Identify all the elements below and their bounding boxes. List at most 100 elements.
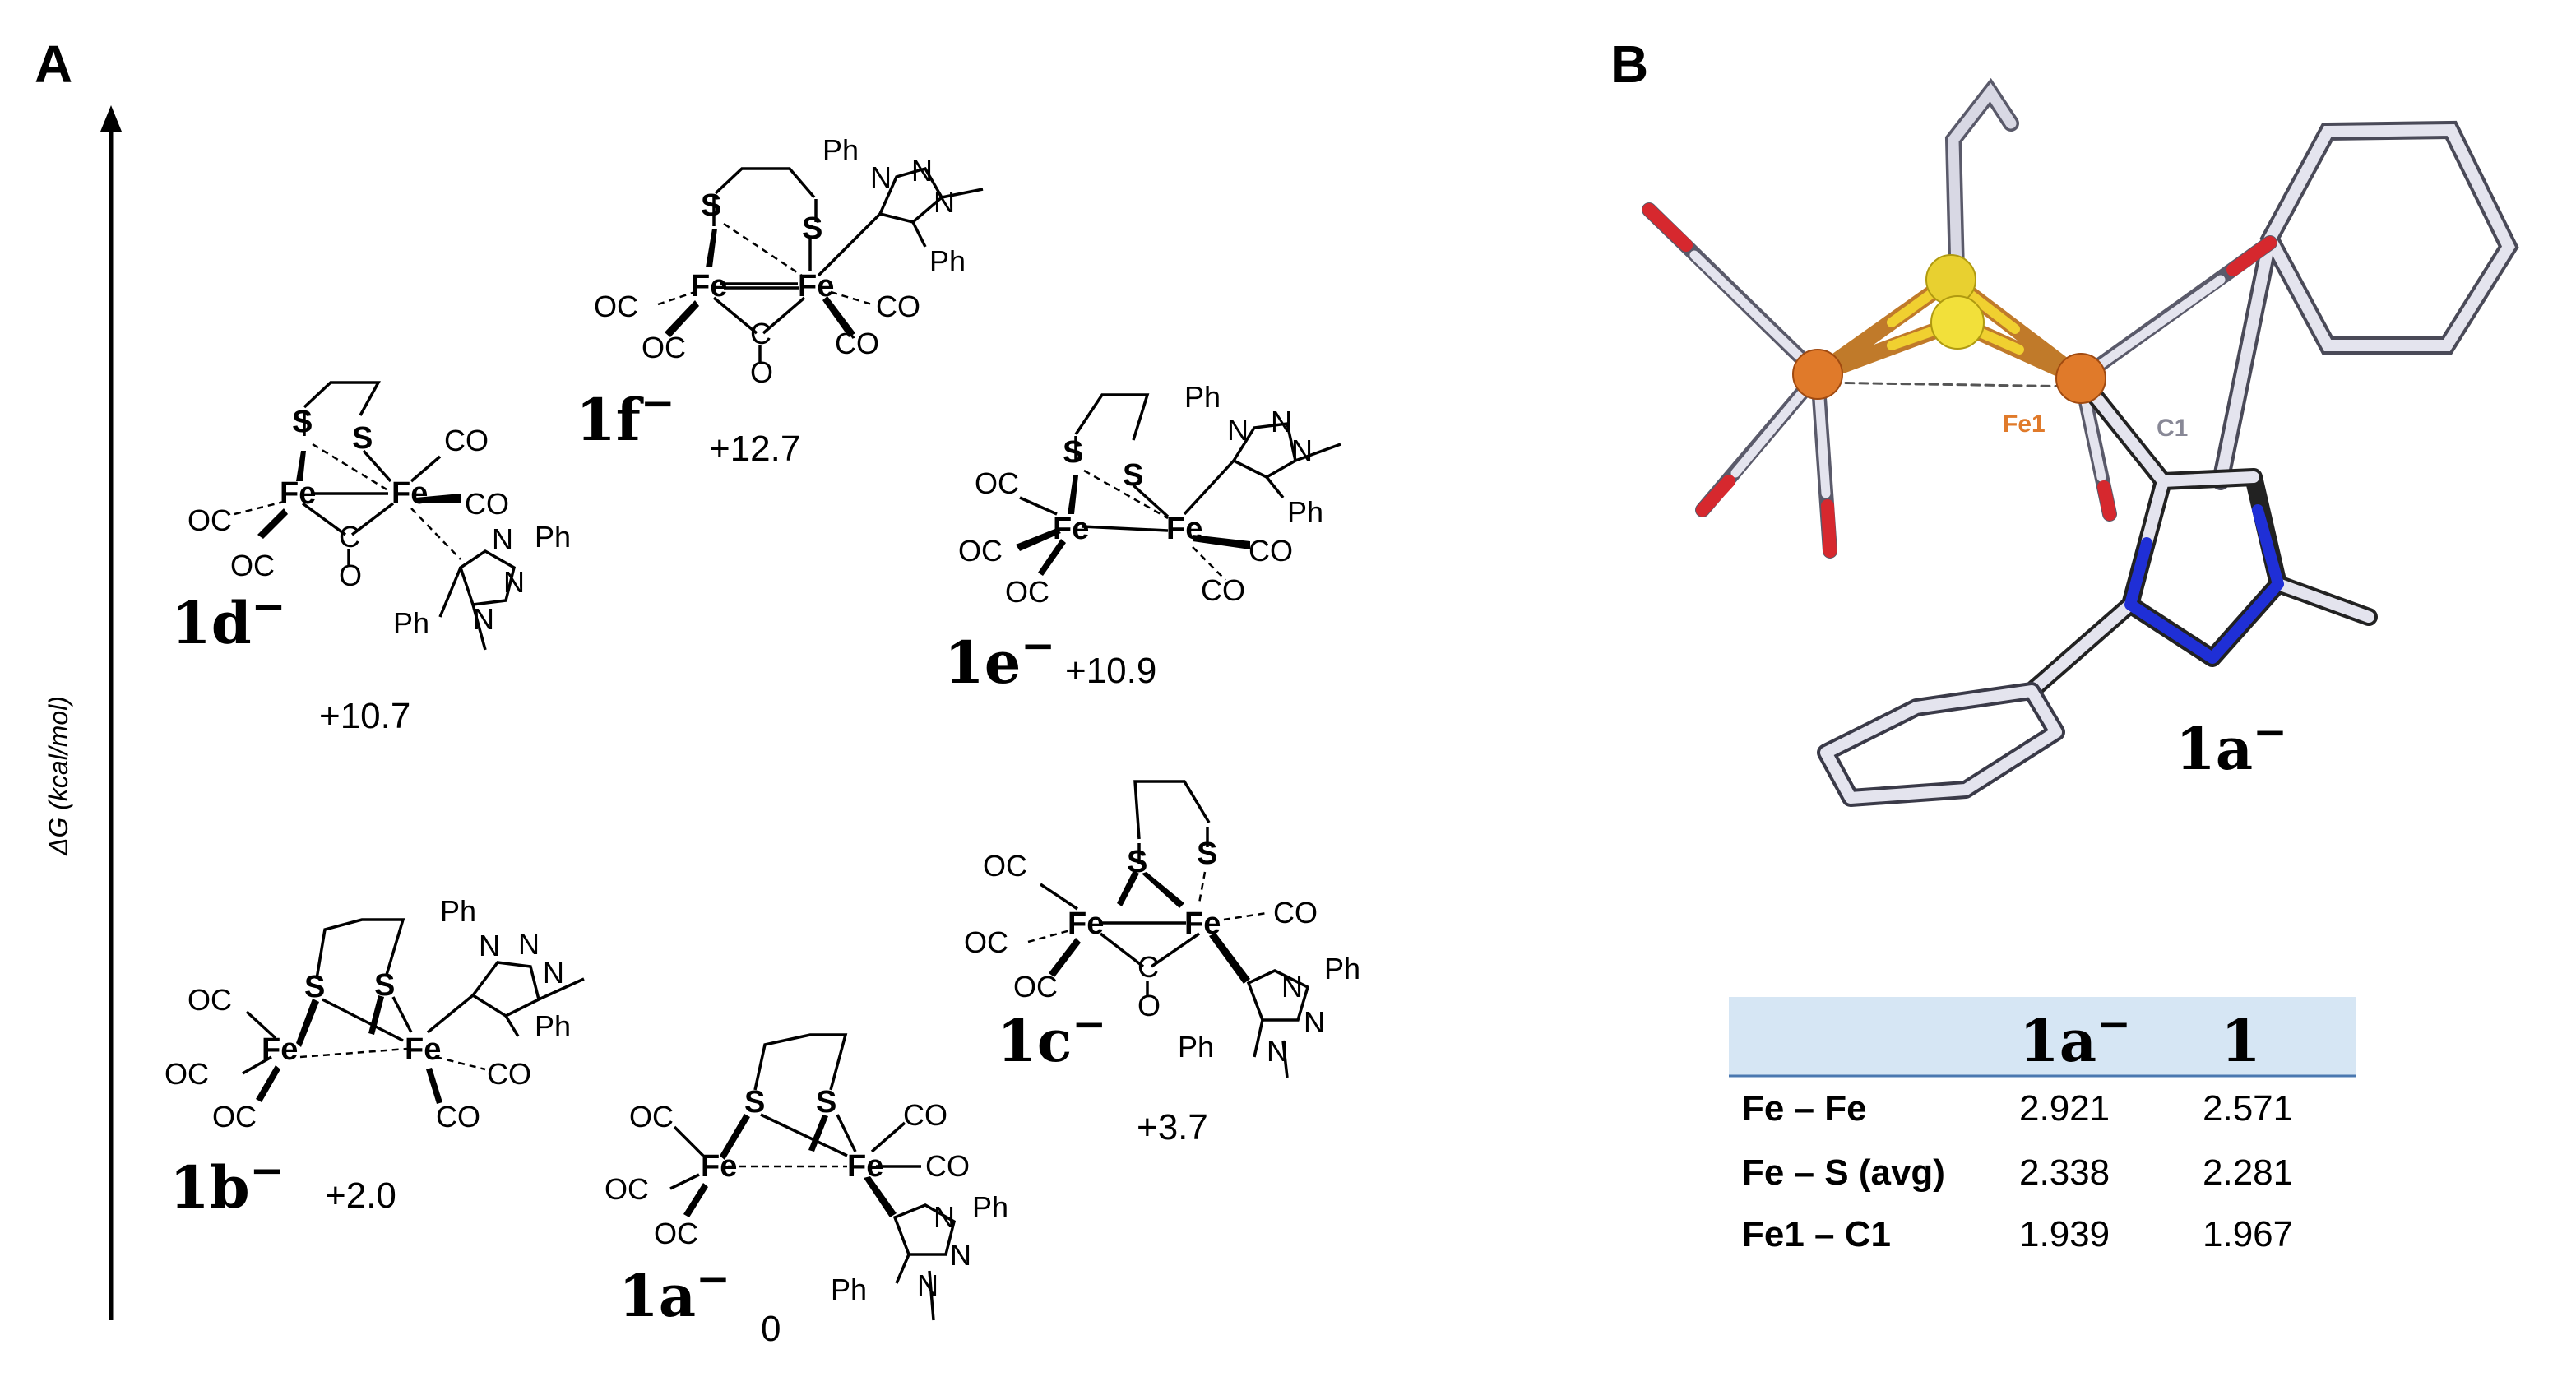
svg-text:N: N [870, 160, 892, 194]
svg-text:N: N [1291, 434, 1313, 467]
structure-1d: Ph N N N Ph S S Fe Fe OC OC CO CO C O 1d… [171, 381, 571, 736]
label-1e: 1e− [944, 621, 1055, 697]
svg-text:CO: CO [1273, 896, 1318, 930]
structure-1b: Ph N N N Ph S S Fe Fe OC OC OC CO CO 1b−… [164, 894, 585, 1222]
svg-text:CO: CO [1201, 573, 1245, 607]
label-1a-3d: 1a− [2175, 707, 2287, 783]
svg-text:N: N [934, 185, 955, 219]
svg-text:OC: OC [230, 549, 275, 582]
svg-text:CO: CO [465, 487, 509, 521]
svg-text:Fe: Fe [1068, 906, 1104, 941]
energy-1a: 0 [761, 1309, 781, 1349]
svg-text:S: S [1063, 435, 1083, 470]
svg-text:OC: OC [958, 534, 1003, 568]
svg-text:O: O [1137, 989, 1161, 1022]
svg-text:N: N [911, 154, 933, 188]
svg-text:N: N [503, 565, 525, 599]
svg-text:1.967: 1.967 [2203, 1214, 2293, 1254]
axis-label: ΔG (kcal/mol) [44, 696, 73, 856]
svg-text:OC: OC [642, 331, 686, 364]
table-row: Fe1 – C1 1.939 1.967 [1742, 1214, 2293, 1254]
svg-text:2.571: 2.571 [2203, 1088, 2293, 1129]
svg-text:Fe: Fe [798, 269, 834, 304]
svg-text:2.921: 2.921 [2019, 1088, 2110, 1129]
svg-text:N: N [1267, 1034, 1288, 1068]
svg-text:S: S [1123, 458, 1143, 493]
model-3d: Fe1 C1 1a− [1642, 77, 2519, 807]
svg-text:Ph: Ph [440, 894, 476, 928]
svg-text:CO: CO [1249, 534, 1293, 568]
svg-text:2.281: 2.281 [2203, 1152, 2293, 1193]
svg-text:N: N [934, 1200, 955, 1234]
label-fe1: Fe1 [2003, 410, 2046, 438]
svg-text:Fe: Fe [691, 269, 727, 304]
svg-text:Ph: Ph [393, 606, 429, 640]
svg-text:S: S [1127, 845, 1147, 879]
svg-text:Ph: Ph [1184, 380, 1221, 414]
label-1c: 1c− [997, 999, 1106, 1075]
svg-text:CO: CO [487, 1057, 531, 1091]
label-1f: 1f− [576, 378, 675, 454]
svg-text:OC: OC [964, 925, 1008, 959]
svg-text:CO: CO [903, 1098, 947, 1132]
svg-text:OC: OC [605, 1172, 649, 1206]
svg-text:Fe: Fe [391, 476, 428, 511]
svg-text:N: N [1304, 1005, 1325, 1039]
label-1b: 1b− [169, 1146, 285, 1222]
svg-text:N: N [950, 1238, 971, 1272]
structure-1a: Ph N N N Ph S S Fe Fe OC OC OC CO CO 1a−… [605, 1033, 1008, 1349]
svg-text:Fe – S (avg): Fe – S (avg) [1742, 1152, 1945, 1193]
svg-text:Ph: Ph [535, 1009, 571, 1043]
table-header-1: 1 [2221, 1007, 2261, 1075]
svg-text:Ph: Ph [535, 520, 571, 554]
svg-text:CO: CO [436, 1100, 480, 1134]
iron-atom [1792, 349, 1843, 400]
svg-text:N: N [1227, 413, 1249, 447]
svg-text:Fe: Fe [262, 1032, 298, 1067]
svg-text:OC: OC [164, 1057, 209, 1091]
svg-text:N: N [543, 956, 564, 990]
structure-1f: Ph N N N Ph S S Fe Fe OC OC CO CO C O 1f… [576, 133, 984, 469]
svg-text:Ph: Ph [1287, 495, 1323, 529]
table-row: Fe – S (avg) 2.338 2.281 [1742, 1152, 2293, 1193]
svg-text:Ph: Ph [831, 1273, 867, 1306]
structure-1c: Ph N N N Ph S S Fe Fe OC OC OC CO C O 1c… [964, 780, 1360, 1148]
svg-text:C: C [1137, 950, 1159, 984]
sulfur-atom [1930, 295, 1985, 350]
svg-text:S: S [352, 421, 373, 456]
svg-text:N: N [492, 522, 513, 556]
energy-1b: +2.0 [325, 1175, 396, 1216]
label-1a: 1a− [619, 1254, 730, 1330]
svg-text:O: O [750, 355, 773, 389]
svg-text:C: C [339, 520, 360, 554]
svg-text:OC: OC [594, 290, 638, 323]
svg-text:Fe: Fe [405, 1032, 441, 1067]
panel-label-b: B [1610, 35, 1648, 94]
svg-text:Ph: Ph [822, 133, 859, 167]
iron-atom-fe1 [2055, 353, 2106, 404]
svg-text:S: S [816, 1085, 836, 1120]
svg-text:Fe: Fe [1166, 512, 1202, 546]
svg-text:OC: OC [1013, 970, 1058, 1004]
svg-text:Fe: Fe [1184, 906, 1221, 941]
svg-text:OC: OC [629, 1100, 674, 1134]
svg-text:OC: OC [212, 1100, 257, 1134]
svg-text:N: N [917, 1268, 938, 1302]
svg-text:OC: OC [983, 849, 1027, 883]
svg-text:N: N [518, 927, 540, 961]
table-header-1a: 1a− [2019, 999, 2131, 1075]
label-1d: 1d− [171, 582, 286, 657]
svg-text:S: S [292, 405, 313, 439]
svg-text:OC: OC [188, 503, 232, 537]
svg-text:CO: CO [835, 327, 879, 360]
energy-axis: ΔG (kcal/mol) [44, 105, 122, 1320]
svg-text:1.939: 1.939 [2019, 1214, 2110, 1254]
svg-text:S: S [1197, 837, 1217, 871]
svg-text:Ph: Ph [1178, 1030, 1214, 1064]
svg-text:S: S [304, 970, 325, 1004]
svg-text:Fe: Fe [701, 1149, 737, 1184]
nitrogen-atoms [2124, 504, 2284, 664]
svg-text:N: N [1281, 970, 1303, 1004]
svg-text:OC: OC [654, 1217, 698, 1250]
